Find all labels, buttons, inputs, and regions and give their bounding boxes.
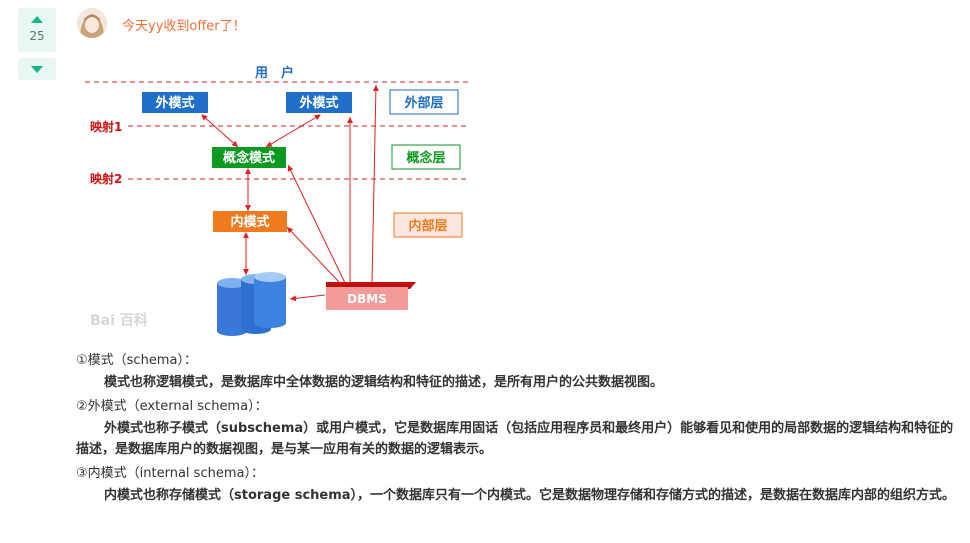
schema-body: 模式也称逻辑模式，是数据库中全体数据的逻辑结构和特征的描述，是所有用户的公共数据… <box>104 375 664 390</box>
concept-layer-label: 概念层 <box>406 150 445 166</box>
concept-layer-box <box>391 144 461 170</box>
dbms-label: DBMS <box>347 292 387 306</box>
internal-schema-box <box>213 211 287 232</box>
database-schema-diagram: 用 户 映射1 映射2 外模式 外模式 概念模式 内模式 外部层 概念层 内部层… <box>70 55 490 345</box>
external-layer-label: 外部层 <box>403 95 443 111</box>
avatar-image <box>77 8 107 38</box>
schema-definitions: ①模式（schema）： 模式也称逻辑模式，是数据库中全体数据的逻辑结构和特征的… <box>76 350 956 509</box>
mapping-1-label: 映射1 <box>90 119 122 134</box>
avatar[interactable] <box>77 8 107 38</box>
concept-schema-label: 概念模式 <box>223 150 275 166</box>
external-schema-2-label: 外模式 <box>298 95 338 111</box>
concept-schema-box <box>212 147 286 168</box>
external-layer-box <box>389 89 459 115</box>
external-schema-1-label: 外模式 <box>154 95 194 111</box>
vote-count: 25 <box>29 29 45 43</box>
arrow-down-icon <box>31 65 43 73</box>
schema-heading: ①模式（schema）： <box>76 353 197 368</box>
database-cylinder-icon <box>217 272 286 336</box>
external-schema-box-2 <box>286 92 352 113</box>
user-label: 用 户 <box>254 65 294 81</box>
dbms-box <box>326 287 408 310</box>
external-schema-heading: ②外模式（external schema）： <box>76 399 268 414</box>
internal-layer-box <box>393 212 463 238</box>
arrow-up-icon <box>31 16 43 23</box>
mapping-2-label: 映射2 <box>90 171 122 186</box>
watermark-text: Bai 百科 <box>90 312 148 329</box>
internal-schema-heading: ③内模式（internal schema）： <box>76 466 264 481</box>
external-schema-box-1 <box>142 92 208 113</box>
internal-layer-label: 内部层 <box>408 218 447 234</box>
internal-schema-body: 内模式也称存储模式（storage schema），一个数据库只有一个内模式。它… <box>104 488 956 503</box>
internal-schema-label: 内模式 <box>230 214 269 230</box>
external-schema-body: 外模式也称子模式（subschema）或用户模式，它是数据库用固话（包括应用程序… <box>76 421 954 457</box>
upvote-button[interactable]: 25 <box>18 8 56 52</box>
downvote-button[interactable] <box>18 58 56 80</box>
vote-widget: 25 <box>18 8 56 80</box>
username-link[interactable]: 今天yy收到offer了！ <box>122 19 246 34</box>
